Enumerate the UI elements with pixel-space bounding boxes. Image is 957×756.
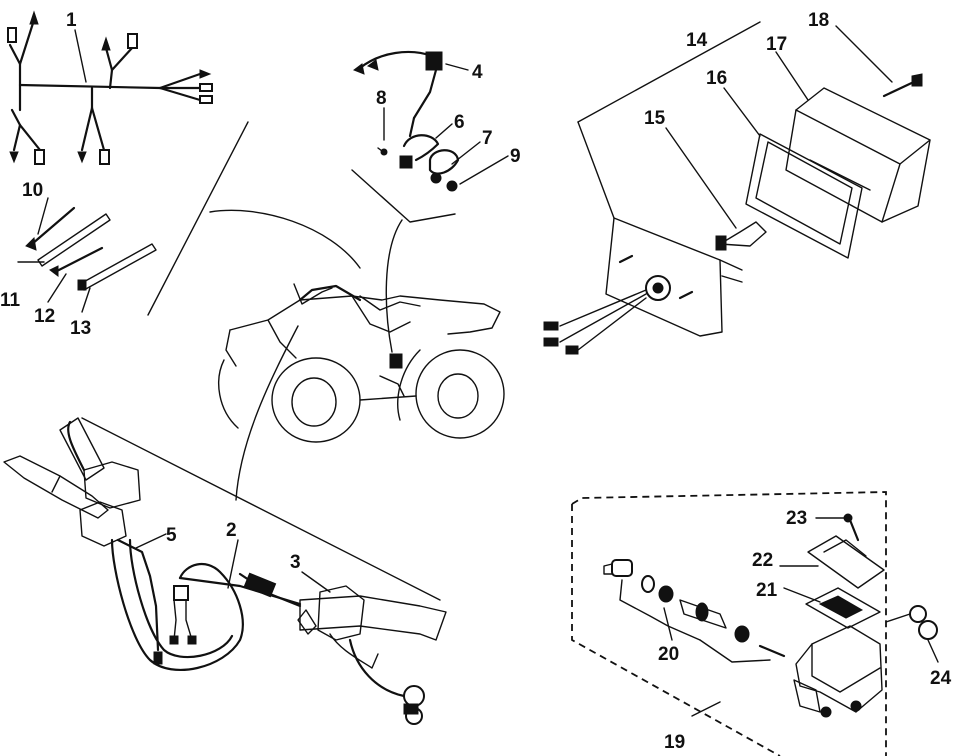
callout-5: 5 xyxy=(166,525,177,546)
callout-16: 16 xyxy=(706,68,727,89)
callout-9: 9 xyxy=(510,146,521,167)
master-cylinder-assembly xyxy=(571,491,938,756)
callout-1: 1 xyxy=(66,10,77,31)
callout-20: 20 xyxy=(658,644,679,665)
leader-lines xyxy=(81,121,456,601)
handlebar-assembly xyxy=(3,417,447,725)
callout-21: 21 xyxy=(756,580,778,601)
callout-2: 2 xyxy=(226,520,237,541)
callout-19: 19 xyxy=(664,732,685,753)
callout-14: 14 xyxy=(686,30,708,51)
callout-13: 13 xyxy=(70,318,91,339)
callout-8: 8 xyxy=(376,88,387,109)
callout-22: 22 xyxy=(752,550,773,571)
callout-18: 18 xyxy=(808,10,829,31)
callout-24: 24 xyxy=(930,668,952,689)
cable-ties-parts xyxy=(25,206,157,291)
callout-15: 15 xyxy=(644,108,666,129)
callout-7: 7 xyxy=(482,128,493,149)
callout-6: 6 xyxy=(454,112,465,133)
callout-10: 10 xyxy=(22,180,43,201)
callout-11: 11 xyxy=(0,290,21,311)
atv-vehicle-outline xyxy=(218,283,505,443)
callout-4: 4 xyxy=(472,62,483,83)
callout-leaders xyxy=(17,25,939,717)
callout-12: 12 xyxy=(34,306,55,327)
callout-labels: 1 2 3 4 5 6 7 8 9 10 11 12 13 14 15 16 1… xyxy=(0,10,952,753)
callout-17: 17 xyxy=(766,34,787,55)
callout-3: 3 xyxy=(290,552,301,573)
taillight-assembly xyxy=(543,21,931,355)
switch-and-bracket-parts xyxy=(352,50,460,192)
callout-23: 23 xyxy=(786,508,807,529)
wire-harness-part xyxy=(7,10,213,165)
